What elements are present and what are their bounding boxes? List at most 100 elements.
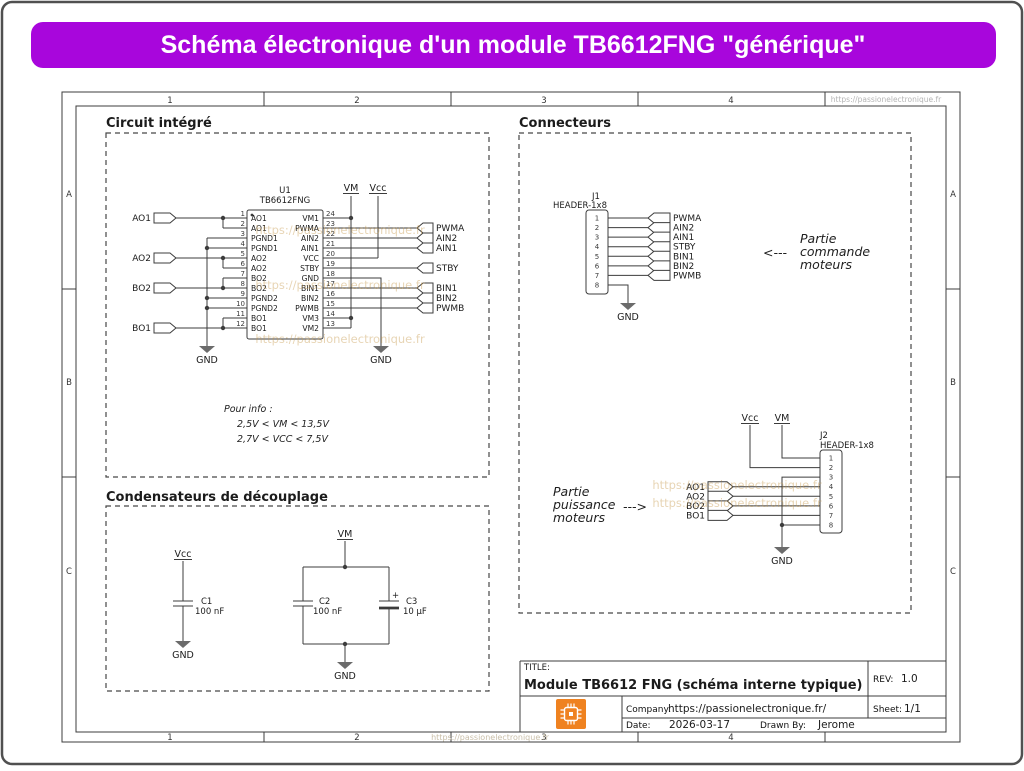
gnd-label: GND — [617, 312, 639, 323]
chip-icon-pins — [560, 703, 582, 725]
voltage-info-note: Pour info : 2,5V < VM < 13,5V 2,7V < VCC… — [224, 404, 330, 445]
pin-number: 9 — [241, 290, 245, 298]
pin-number: 7 — [595, 272, 599, 280]
pin-name: AO2 — [251, 264, 267, 273]
frame-col-label: 2 — [354, 96, 359, 106]
pin-number: 8 — [241, 280, 245, 288]
vm-net-label: VM — [338, 529, 353, 540]
net-label: STBY — [436, 264, 459, 274]
frame-row-label: B — [950, 378, 956, 388]
wires — [608, 217, 648, 303]
net-label: AIN2 — [673, 224, 694, 234]
gnd-label: GND — [196, 355, 218, 366]
net-label: AIN2 — [436, 234, 457, 244]
watermark-text: https://passionelectronique.fr — [652, 496, 822, 510]
connector-ref: J1 — [591, 192, 600, 202]
pin-number: 21 — [326, 240, 335, 248]
pin-name: BIN1 — [301, 284, 319, 293]
drawn-by-label: Drawn By: — [760, 721, 806, 731]
drawn-by-value: Jerome — [817, 719, 855, 731]
section-title: Circuit intégré — [106, 116, 212, 131]
wires — [733, 423, 820, 547]
net-label: AIN1 — [436, 244, 457, 254]
frame-dividers — [62, 92, 960, 742]
pin-name: VM2 — [302, 324, 319, 333]
connector-j2: Vcc VM J2 HEADER-1x8 1 2 3 4 5 6 7 8 AO1… — [552, 413, 874, 567]
net-flag — [707, 500, 734, 512]
pin-name: STBY — [300, 264, 319, 273]
watermark-text: https://passionelectronique.fr — [831, 95, 942, 104]
net-label: BIN1 — [673, 252, 694, 262]
net-flag — [647, 241, 671, 253]
net-flag — [416, 292, 434, 304]
pin-number: 5 — [595, 253, 599, 261]
frame-col-label: 1 — [167, 96, 172, 106]
net-label: PWMB — [436, 304, 464, 314]
gnd-label: GND — [172, 650, 194, 661]
cap-value: 100 nF — [195, 607, 224, 617]
net-flag — [153, 322, 177, 334]
watermark-text: https://passionelectronique.fr — [431, 733, 550, 742]
gnd-symbol — [175, 641, 191, 648]
net-flag — [647, 212, 671, 224]
net-label: PWMA — [436, 224, 465, 234]
pin-name: BO1 — [251, 324, 267, 333]
pin-number: 18 — [326, 270, 335, 278]
vcc-net-label: Vcc — [370, 183, 387, 194]
pin-number: 20 — [326, 250, 335, 258]
sheet-label: Sheet: — [873, 705, 902, 715]
ic-body — [246, 209, 324, 340]
pin-name: BO1 — [251, 314, 267, 323]
gnd-symbol — [774, 547, 790, 554]
junction-dots — [204, 215, 354, 331]
note-line: moteurs — [553, 510, 605, 525]
net-flag — [416, 302, 434, 314]
title-block: TITLE: Module TB6612 FNG (schéma interne… — [519, 660, 946, 732]
gnd-label: GND — [334, 671, 356, 682]
gnd-symbol — [373, 346, 389, 353]
gnd-label: GND — [771, 556, 793, 567]
connector-value: HEADER-1x8 — [553, 201, 607, 211]
cap-value: 10 µF — [403, 607, 427, 617]
net-flag — [647, 260, 671, 272]
junction-dot — [342, 641, 348, 647]
pin-number: 14 — [326, 310, 335, 318]
net-label: STBY — [673, 243, 696, 253]
pin-number: 1 — [241, 210, 245, 218]
drawing-frame: 1 2 3 4 1 2 3 4 A B C A B C — [61, 91, 961, 743]
connector-j1: J1 HEADER-1x8 1 2 3 4 5 6 7 8 PWMA AIN2 … — [553, 192, 870, 323]
note-line: Partie — [553, 484, 590, 499]
pin-number: 4 — [241, 240, 246, 248]
pin-number: 5 — [829, 493, 833, 501]
net-label: AIN1 — [673, 233, 694, 243]
wires — [176, 193, 417, 346]
company-value: https://passionelectronique.fr/ — [668, 703, 827, 715]
vm-net-label: VM — [344, 183, 359, 194]
pin-number: 12 — [236, 320, 245, 328]
pin-number: 6 — [241, 260, 246, 268]
net-flag — [416, 232, 434, 244]
connector-ref: J2 — [819, 431, 828, 441]
watermark-text: https://passionelectronique.fr — [652, 478, 822, 492]
net-flag — [416, 282, 434, 294]
pin-number: 3 — [829, 474, 833, 482]
note-line: puissance — [552, 497, 616, 512]
banner-background — [31, 22, 996, 68]
gnd-symbol — [337, 662, 353, 669]
note-arrow: ---> — [623, 499, 647, 514]
connector-body — [819, 449, 843, 534]
net-label: BIN2 — [436, 294, 457, 304]
chip-icon-core — [569, 712, 573, 716]
pin1-marker — [250, 213, 254, 217]
frame-row-label: A — [66, 190, 72, 200]
pin-number: 10 — [236, 300, 245, 308]
net-flag — [416, 222, 434, 234]
watermark-text: https://passionelectronique.fr — [255, 223, 425, 237]
cap-polarity-plus: + — [392, 591, 399, 601]
net-flag — [707, 509, 734, 521]
net-flag — [416, 262, 434, 274]
pin-name: VCC — [303, 254, 319, 263]
pin-number: 11 — [236, 310, 245, 318]
